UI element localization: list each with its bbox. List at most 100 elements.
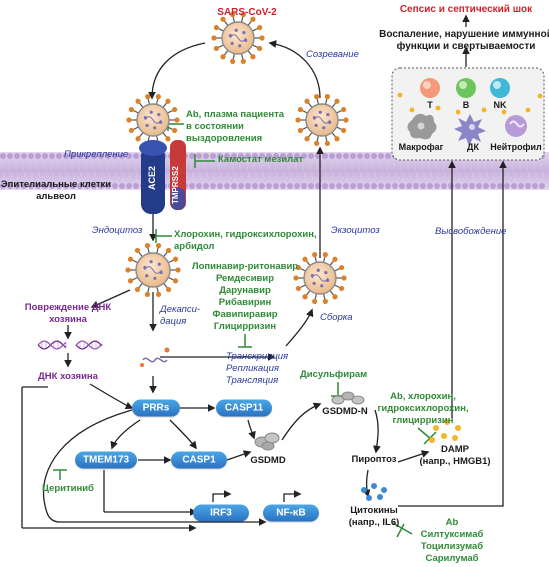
epithelial-label-2: альвеол — [36, 191, 76, 202]
arrow-prrs-to-tmem173 — [110, 419, 141, 450]
gsdmd-label: GSDMD — [250, 455, 286, 466]
virus-attaching-icon — [126, 94, 180, 146]
attachment-label: Прикрепление — [64, 149, 129, 160]
ab-plasma-label-3: выздоровления — [186, 133, 263, 144]
tmprss2-label: TMPRSS2 — [171, 166, 180, 204]
t-cell-label: T — [427, 100, 433, 110]
ace2-label: ACE2 — [147, 165, 157, 190]
maturation-label: Созревание — [306, 49, 359, 60]
b-cell-icon — [456, 78, 476, 98]
arrow-cytokines-to-immune — [398, 160, 507, 507]
cytokine-drug-4: Сарилумаб — [425, 553, 479, 564]
rna-protein — [140, 363, 144, 367]
decapsidation-label-2: дация — [160, 316, 187, 327]
promoter-nfkb — [283, 490, 302, 502]
nfkb-node: NF-κB — [263, 504, 319, 522]
dna-strands — [37, 340, 103, 350]
virus-maturing-icon — [295, 94, 349, 146]
transcription-label: Транскрипция — [226, 351, 289, 362]
gsdmd-proteins — [254, 432, 280, 451]
inflammation-label-line1: Воспаление, нарушение иммунной — [379, 29, 549, 40]
disulfiram-label: Дисульфирам — [300, 369, 368, 380]
cytokine-drug-2: Силтуксимаб — [420, 529, 484, 540]
dna-damage-label-2: хозяина — [49, 314, 87, 325]
ace2-receptor — [139, 140, 167, 214]
gsdmd-n-proteins — [331, 391, 365, 405]
chloroquine-label-2: арбидол — [174, 241, 215, 252]
dna-damaged-icon — [75, 340, 103, 350]
dna-damage-label-1: Повреждение ДНК — [24, 302, 112, 313]
virus-top-icon — [211, 12, 265, 64]
assembly-label: Сборка — [320, 312, 353, 323]
decapsidation-label-1: Декапси- — [160, 304, 201, 315]
nk-cell-label: NK — [493, 100, 507, 110]
dendritic-cell-label: ДК — [467, 142, 479, 152]
antiviral-1: Лопинавир-ритонавир — [191, 261, 299, 272]
arrow-casp1-to-gsdmd — [226, 450, 252, 461]
released-molecules — [361, 92, 543, 501]
arrow-pyroptosis-to-damp — [397, 450, 430, 463]
ab-plasma-label-1: Ab, плазма пациента — [186, 109, 285, 120]
viral-rna — [142, 357, 168, 363]
damp-label-1: DAMP — [441, 444, 469, 455]
casp11-node: CASP11 — [216, 399, 272, 417]
antiviral-3: Дарунавир — [219, 285, 271, 296]
arrow-maturation — [268, 40, 321, 99]
camostat-label: Камостат мезилат — [218, 154, 304, 165]
antiviral-2: Ремдесивир — [215, 273, 275, 284]
damp-drugs-label-3: глицирризин — [392, 415, 454, 426]
rna-protein — [164, 347, 170, 353]
macrophage-label: Макрофаг — [398, 142, 444, 152]
irf3-node: IRF3 — [193, 504, 249, 522]
cytokine-drug-1: Ab — [445, 517, 459, 528]
virus-particles — [125, 12, 349, 304]
arrow-casp11-to-gsdmd — [247, 419, 256, 440]
neutrophil-label: Нейтрофил — [490, 142, 542, 152]
casp1-node: CASP1 — [171, 451, 227, 469]
arrow-prrs-to-nfkb — [42, 409, 267, 526]
antiviral-5: Фавипиравир — [212, 309, 278, 320]
dna-damaged-icon — [37, 340, 67, 350]
arrow-gsdmd-to-gsdmdn — [281, 402, 322, 441]
cytokines-label-2: (напр., IL6) — [348, 517, 400, 528]
translation-label: Трансляция — [226, 375, 279, 386]
nk-cell-icon — [490, 78, 510, 98]
arrow-gsdmdn-to-pyroptosis — [373, 409, 381, 454]
cytokines-label-1: Цитокины — [350, 505, 398, 516]
arrow-to-assembly — [285, 308, 314, 347]
b-cell-label: B — [462, 100, 470, 110]
replication-label: Репликация — [226, 363, 279, 374]
arrow-prrs-to-casp1 — [169, 419, 197, 450]
ab-plasma-label-2: в состоянии — [186, 121, 244, 132]
damp-drugs-label-1: Ab, хлорохин, — [390, 391, 456, 402]
tmprss2-receptor — [170, 140, 186, 210]
arrow-hostdna-to-prrs — [89, 383, 134, 410]
neutrophil-icon — [505, 115, 527, 137]
arrow-to-dna-damage — [90, 289, 131, 309]
pyroptosis-label: Пироптоз — [351, 454, 397, 465]
damp-label-2: (напр., HMGB1) — [419, 456, 491, 467]
promoter-irf3 — [212, 490, 232, 502]
exocytosis-label: Экзоцитоз — [331, 225, 380, 236]
virus-name-label: SARS-CoV-2 — [217, 7, 277, 18]
macrophage-icon — [407, 113, 437, 140]
ceritinib-label: Церитиниб — [42, 483, 94, 494]
arrow-sars-to-attachment — [148, 42, 206, 100]
damp-drugs-label-2: гидроксихлорохин, — [377, 403, 469, 414]
antiviral-6: Глицирризин — [213, 321, 277, 332]
chloroquine-label-1: Хлорохин, гидроксихлорохин, — [174, 229, 317, 240]
antiviral-4: Рибавирин — [218, 297, 272, 308]
sepsis-label: Сепсис и септический шок — [399, 4, 533, 15]
dendritic-cell-icon — [454, 114, 486, 146]
virus-endocytosed-icon — [125, 243, 181, 297]
epithelial-label-1: Эпителиальные клетки — [0, 179, 112, 190]
t-cell-icon — [420, 78, 440, 98]
release-label: Высвобождение — [435, 226, 507, 237]
cytokine-drug-3: Тоцилизумаб — [420, 541, 484, 552]
inflammation-label-line2: функции и свертываемости — [396, 41, 536, 52]
virus-assembled-icon — [293, 252, 347, 304]
host-dna-label: ДНК хозяина — [38, 371, 98, 382]
tmem173-node: TMEM173 — [75, 451, 137, 469]
